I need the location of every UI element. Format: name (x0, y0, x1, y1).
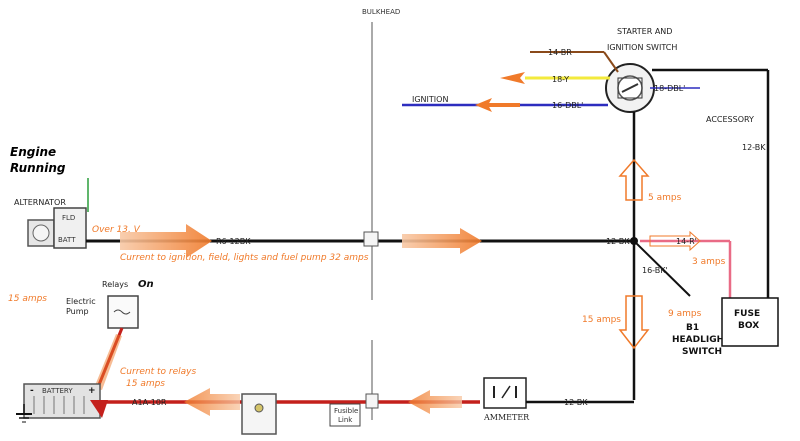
flow-arrow-relays (94, 334, 122, 390)
ammeter-label: AMMETER (483, 413, 530, 422)
wire-14br-label: 14-BR (548, 48, 572, 57)
headlight-label-2: SWITCH (682, 347, 722, 357)
battery-minus: - (30, 386, 34, 396)
current-ignition-label: Current to ignition, field, lights and f… (120, 253, 369, 263)
wire-16bk-label: 16-BK' (642, 266, 668, 275)
fusible-label-2: Link (338, 416, 353, 424)
alternator[interactable] (27, 207, 87, 249)
wire-14r-label: 14-R' (676, 237, 697, 246)
electric-label: Electric (66, 297, 96, 306)
flow-arrow-up-5 (618, 158, 650, 201)
wire-18y-label: 18-Y (552, 75, 569, 84)
title-engine: Engine (10, 145, 56, 159)
battery-terminal-red (90, 400, 108, 418)
bulkhead-label: BULKHEAD (362, 8, 400, 16)
ignition-label: IGNITION (412, 95, 448, 104)
current-relays-label-1: Current to relays (120, 367, 196, 377)
fuse-box-label-1: FUSE (734, 309, 760, 319)
wire-14br-drop (603, 51, 619, 73)
current-relays-label-2: 15 amps (126, 379, 165, 389)
arrow-ignition (475, 98, 520, 112)
flow-arrow-14r (649, 230, 701, 252)
amps-5-label: 5 amps (648, 193, 682, 203)
amps-15-right-label: 15 amps (582, 315, 621, 325)
over-voltage-label: Over 13. V (92, 225, 141, 235)
batt-label: BATT (58, 236, 76, 244)
pump-label: Pump (66, 307, 89, 316)
starter-relay[interactable] (241, 393, 277, 435)
relay-box[interactable] (107, 295, 139, 329)
wire-12bk-acc-label: 12-BK (742, 143, 766, 152)
battery-label: BATTERY (42, 387, 73, 395)
wire-12bk-bottom-label: 12-BK (564, 398, 588, 407)
ignition-switch[interactable] (605, 63, 655, 113)
flow-arrow-down-15 (618, 295, 650, 350)
battery-plus: + (88, 386, 96, 396)
wire-a1a-label: A1A-10R (132, 398, 167, 407)
ammeter[interactable] (483, 377, 527, 409)
b1-label: B1 (686, 323, 699, 333)
relays-label: Relays (102, 280, 128, 289)
flow-arrow-alt-1 (120, 224, 212, 258)
fuse-box-label-2: BOX (738, 321, 759, 331)
relays-on-label: On (138, 279, 154, 290)
flow-arrow-bottom-2 (408, 390, 462, 414)
bulkhead-connector-bottom (365, 393, 379, 409)
wire-r6-label: R6-12BK (216, 237, 251, 246)
fld-label: FLD (62, 214, 75, 222)
fusible-label-1: Fusible (334, 407, 358, 415)
headlight-label-1: HEADLIGHT (672, 335, 731, 345)
amps-15-left-label: 15 amps (8, 294, 47, 304)
starter-label-2: IGNITION SWITCH (607, 43, 677, 52)
bulkhead-connector-mid (363, 231, 379, 247)
alternator-label: ALTERNATOR (14, 198, 66, 207)
wire-18dbl-label: 18-DBL' (654, 84, 685, 93)
wire-12bk-junction-label: 12-BK (606, 237, 630, 246)
flow-arrow-alt-2 (402, 228, 482, 254)
amps-9-label: 9 amps (668, 309, 702, 319)
wire-16dbl-label: 16-DBL' (552, 101, 583, 110)
flow-arrow-bottom-1 (184, 388, 240, 416)
fuse-box[interactable] (721, 297, 779, 347)
amps-3-label: 3 amps (692, 257, 726, 267)
accessory-label: ACCESSORY (706, 115, 754, 124)
wire-16bk (633, 240, 691, 297)
ground-symbol (16, 404, 32, 423)
fusible-link[interactable] (329, 403, 361, 427)
arrow-18y (500, 72, 525, 84)
starter-label-1: STARTER AND (617, 27, 672, 36)
title-running: Running (10, 161, 66, 175)
